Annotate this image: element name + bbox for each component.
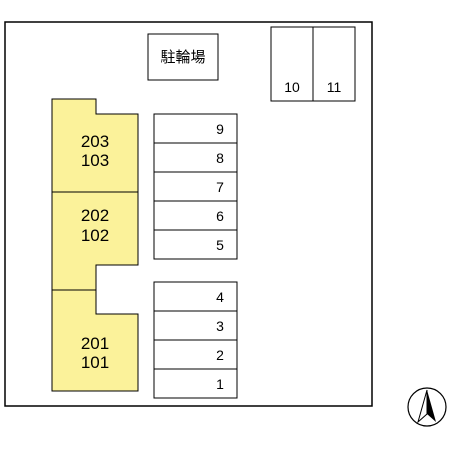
parking-block-upper: 9 8 7 6 5 xyxy=(153,113,238,260)
parking-space-11: 11 xyxy=(327,79,342,95)
parking-space-8: 8 xyxy=(216,150,224,166)
parking-space-4: 4 xyxy=(216,289,224,305)
parking-space-1: 1 xyxy=(216,376,224,392)
parking-space-2: 2 xyxy=(216,347,224,363)
unit-label-102: 102 xyxy=(81,226,109,245)
unit-label-101: 101 xyxy=(81,353,109,372)
bicycle-parking: 駐輪場 xyxy=(147,33,219,81)
parking-space-5: 5 xyxy=(216,237,224,253)
parking-space-10: 10 xyxy=(284,79,300,95)
parking-block-lower: 4 3 2 1 xyxy=(153,281,238,399)
parking-spaces-top-right: 10 11 xyxy=(270,26,356,102)
parking-space-6: 6 xyxy=(216,208,224,224)
building: 203 103 202 102 201 101 xyxy=(51,98,139,392)
parking-space-7: 7 xyxy=(216,179,224,195)
unit-label-201: 201 xyxy=(81,334,109,353)
bicycle-parking-label: 駐輪場 xyxy=(160,48,205,66)
unit-label-103: 103 xyxy=(81,151,109,170)
parking-space-9: 9 xyxy=(216,121,224,137)
unit-201-101 xyxy=(51,289,139,392)
unit-label-203: 203 xyxy=(81,132,109,151)
north-arrow-icon xyxy=(407,387,447,427)
parking-space-3: 3 xyxy=(216,318,224,334)
unit-label-202: 202 xyxy=(81,206,109,225)
